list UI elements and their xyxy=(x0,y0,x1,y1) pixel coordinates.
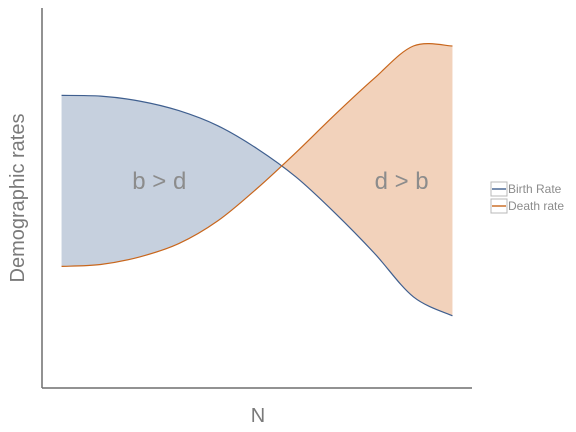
x-axis-title: N xyxy=(251,405,265,427)
legend-label: Birth Rate xyxy=(508,182,562,196)
region-death-exceeds-birth xyxy=(281,43,453,316)
area-fills xyxy=(61,43,453,316)
region-birth-exceeds-death xyxy=(61,95,282,267)
death-rate-line xyxy=(61,43,453,267)
birth-exceeds-death-label: b > d xyxy=(132,168,186,195)
series-lines xyxy=(61,43,453,317)
birth-rate-line xyxy=(61,94,453,317)
death-exceeds-birth-label: d > b xyxy=(375,168,429,195)
y-axis-title: Demographic rates xyxy=(7,114,29,283)
legend-label: Death rate xyxy=(508,199,564,213)
